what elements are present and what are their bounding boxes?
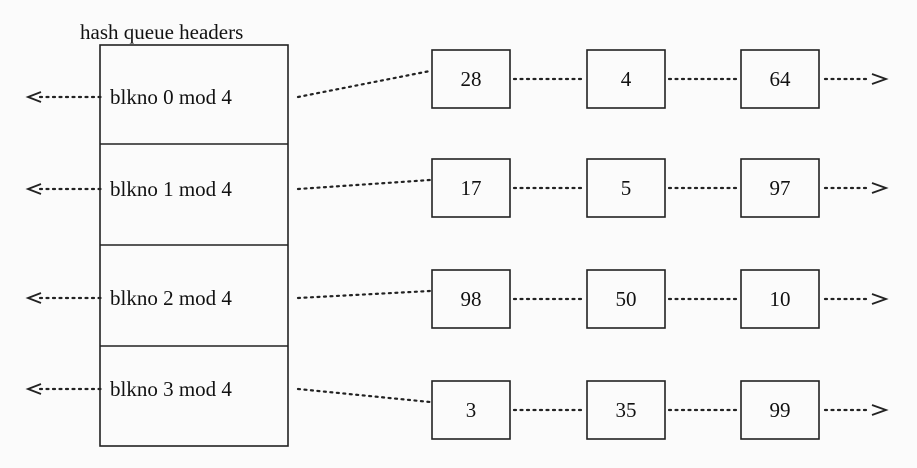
buffer-label: 17 (461, 176, 482, 200)
buffer-label: 28 (461, 67, 482, 91)
right-arrowhead (871, 404, 889, 416)
queue-link (296, 387, 432, 404)
diagram-title: hash queue headers (80, 20, 244, 44)
buffer-box (586, 49, 666, 109)
left-arrowhead (25, 383, 42, 395)
buffer-box (740, 269, 820, 329)
buffer-box (431, 269, 511, 329)
buffer-label: 4 (621, 67, 632, 91)
buffer-label: 3 (466, 398, 477, 422)
header-label: blkno 0 mod 4 (110, 85, 232, 109)
buffer-label: 5 (621, 176, 632, 200)
queue-link (296, 69, 432, 99)
buffer-box (740, 158, 820, 218)
queue-link (296, 178, 432, 191)
buffer-box (586, 269, 666, 329)
right-arrowhead (871, 182, 889, 194)
buffer-box (740, 49, 820, 109)
buffer-label: 35 (616, 398, 637, 422)
header-label: blkno 2 mod 4 (110, 286, 232, 310)
left-arrowhead (25, 292, 42, 304)
buffer-box (431, 49, 511, 109)
header-label: blkno 3 mod 4 (110, 377, 232, 401)
buffer-label: 99 (770, 398, 791, 422)
buffer-box (431, 380, 511, 440)
buffer-label: 98 (461, 287, 482, 311)
queue-link (296, 289, 432, 300)
buffer-box (740, 380, 820, 440)
buffer-box (586, 158, 666, 218)
buffer-label: 10 (770, 287, 791, 311)
left-arrowhead (25, 183, 42, 195)
buffer-label: 64 (770, 67, 792, 91)
right-arrowhead (871, 73, 889, 85)
buffer-box (586, 380, 666, 440)
buffer-box (431, 158, 511, 218)
buffer-label: 50 (616, 287, 637, 311)
header-label: blkno 1 mod 4 (110, 177, 232, 201)
left-arrowhead (25, 91, 42, 103)
right-arrowhead (871, 293, 889, 305)
buffer-label: 97 (770, 176, 791, 200)
